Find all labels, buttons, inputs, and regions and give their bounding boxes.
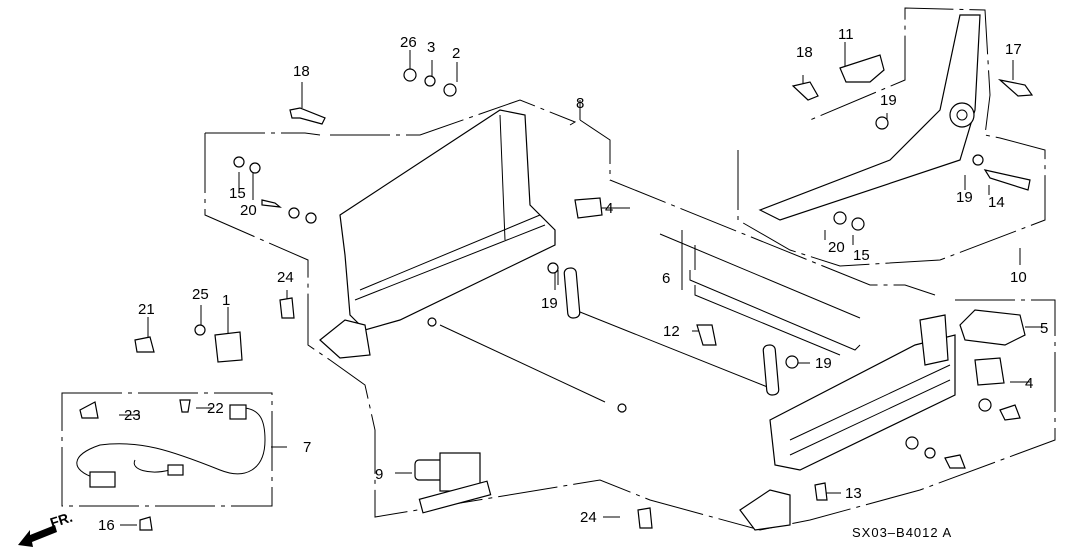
fasteners xyxy=(79,68,1034,531)
callout-18-left: 18 xyxy=(293,63,310,80)
recliner-group-outline xyxy=(737,7,1046,267)
leader-lines xyxy=(119,42,1045,526)
wiring-harness-7 xyxy=(76,404,266,488)
left-seat-track xyxy=(319,109,556,359)
callout-19-left: 19 xyxy=(541,295,558,312)
motor-9 xyxy=(414,452,492,514)
callout-9: 9 xyxy=(375,466,383,483)
callout-5: 5 xyxy=(1040,320,1048,337)
parts xyxy=(18,14,1034,547)
diagram-code: SX03–B4012 A xyxy=(852,525,952,540)
callout-10: 10 xyxy=(1010,269,1027,286)
handle-11 xyxy=(839,54,885,83)
callout-15-left: 15 xyxy=(229,185,246,202)
callout-6: 6 xyxy=(662,270,670,287)
connecting-rods xyxy=(439,233,861,403)
link-plate-left xyxy=(563,267,581,319)
callout-11: 11 xyxy=(838,26,854,43)
callout-13: 13 xyxy=(845,485,862,502)
callout-7: 7 xyxy=(303,439,311,456)
left-rail-group-outline-side xyxy=(204,133,309,300)
callout-18-right: 18 xyxy=(796,44,813,61)
callout-12: 12 xyxy=(663,323,680,340)
callout-24-left: 24 xyxy=(277,269,294,286)
harness-group-outline xyxy=(61,392,273,507)
callout-14: 14 xyxy=(988,194,1005,211)
front-direction-arrow-icon xyxy=(18,525,57,547)
callout-19-top: 19 xyxy=(880,92,897,109)
callout-21: 21 xyxy=(138,301,155,318)
callout-25: 25 xyxy=(192,286,209,303)
recliner-mechanism xyxy=(758,14,981,221)
callout-16: 16 xyxy=(98,517,115,534)
callout-8: 8 xyxy=(576,95,584,112)
callout-24-bottom: 24 xyxy=(580,509,597,526)
right-seat-track xyxy=(739,314,956,531)
callout-3: 3 xyxy=(427,39,435,56)
callout-19-right: 19 xyxy=(956,189,973,206)
callout-labels: 1 2 3 4 4 5 6 7 8 9 10 11 12 13 14 15 15… xyxy=(98,26,1048,534)
cover-5 xyxy=(959,309,1026,346)
callout-4-left: 4 xyxy=(605,200,613,217)
assembly-8-outline xyxy=(579,119,936,296)
callout-15-right: 15 xyxy=(853,247,870,264)
link-plate-right xyxy=(762,344,780,396)
callout-4-right: 4 xyxy=(1025,375,1033,392)
callout-17: 17 xyxy=(1005,41,1022,58)
callout-1: 1 xyxy=(222,292,230,309)
callout-26: 26 xyxy=(400,34,417,51)
callout-22: 22 xyxy=(207,400,224,417)
callout-19-center: 19 xyxy=(815,355,832,372)
left-rail-group-outline xyxy=(205,99,577,136)
group-outlines xyxy=(61,7,1056,531)
callout-20-left: 20 xyxy=(240,202,257,219)
front-direction-label: FR. xyxy=(48,509,74,531)
callout-2: 2 xyxy=(452,45,460,62)
callout-23: 23 xyxy=(124,407,141,424)
callout-20-right: 20 xyxy=(828,239,845,256)
right-rail-group-outline xyxy=(307,299,1056,531)
